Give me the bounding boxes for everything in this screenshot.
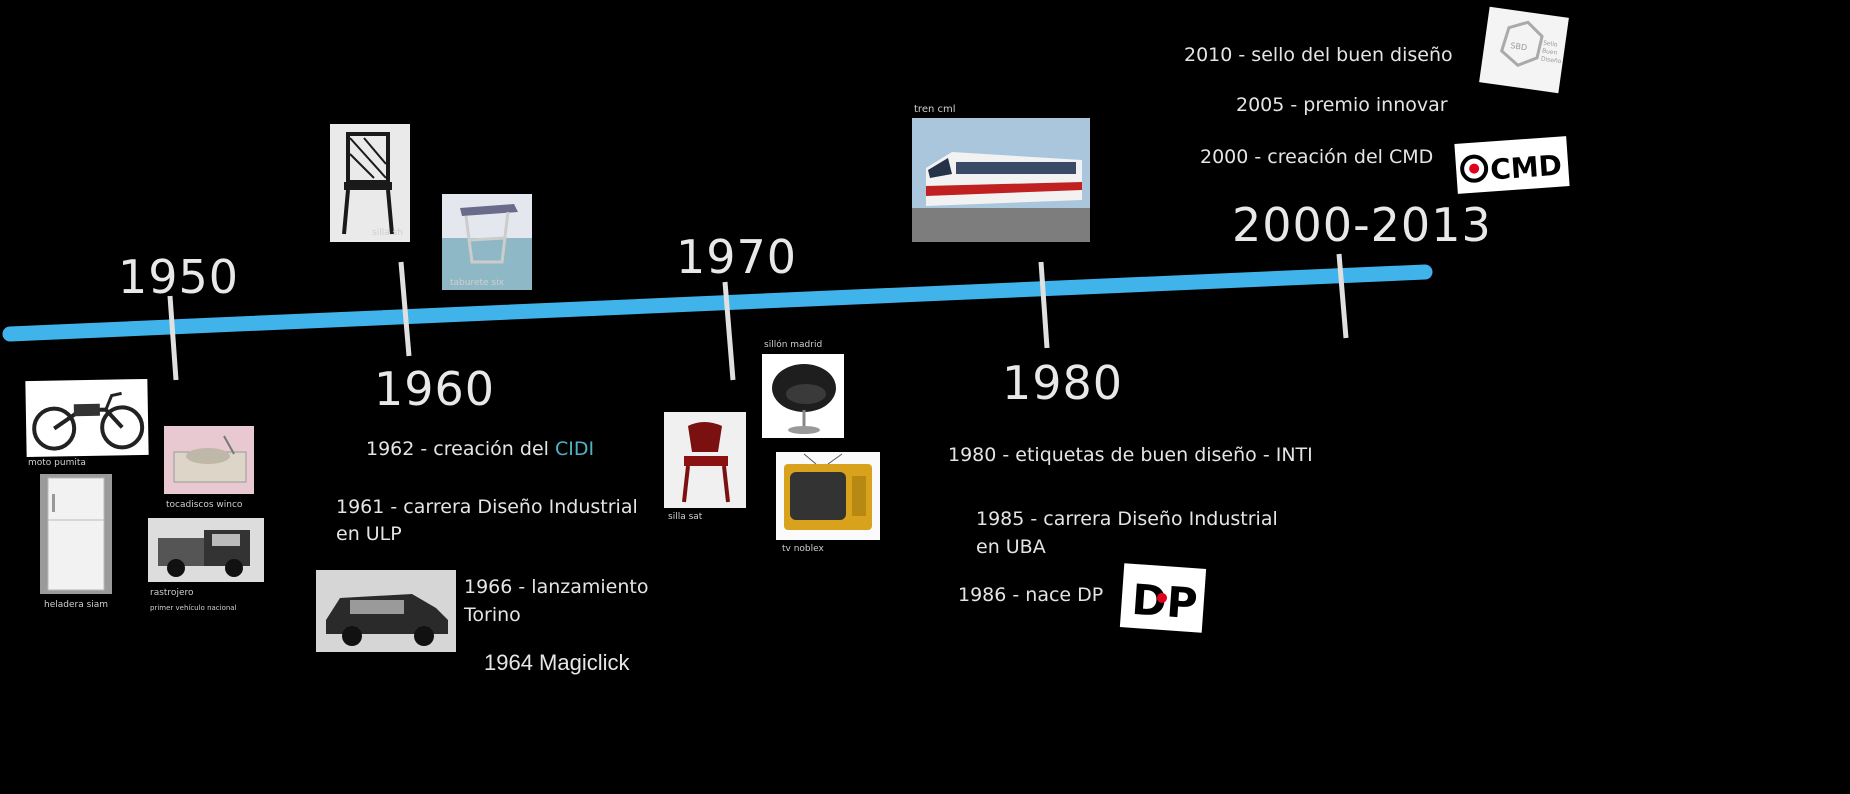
heladera-siam-caption: heladera siam [44, 600, 109, 610]
tick-1980 [1038, 261, 1050, 349]
event-1962-text: 1962 - creación del [366, 438, 555, 460]
svg-text:Diseño: Diseño [1540, 55, 1562, 65]
era-label-2000-2013: 2000-2013 [1232, 198, 1492, 252]
event-1966-line2: Torino [464, 604, 521, 626]
event-1961-line1: 1961 - carrera Diseño Industrial [336, 496, 638, 518]
dp-logo: DP [1119, 563, 1207, 633]
rastrojero-subcaption: primer vehículo nacional [150, 604, 237, 612]
cmd-logo-text: CMD [1489, 149, 1563, 187]
moto-pumita-caption: moto pumita [28, 458, 86, 468]
rastrojero-image [148, 518, 264, 582]
silla-sh-caption: silla sh [372, 228, 403, 238]
svg-text:Sello: Sello [1543, 40, 1559, 49]
svg-text:Buen: Buen [1542, 48, 1558, 57]
era-label-1980: 1980 [1002, 356, 1124, 410]
event-1980: 1980 - etiquetas de buen diseño - INTI [948, 444, 1313, 466]
event-2010: 2010 - sello del buen diseño [1184, 44, 1453, 66]
tv-noblex-image [776, 452, 880, 540]
silla-sat-image [664, 412, 746, 508]
torino-image [316, 570, 456, 652]
sillon-madrid-image [762, 354, 844, 438]
event-1961-line2: en ULP [336, 523, 402, 545]
sello-buen-diseno-logo: SBD Sello Buen Diseño [1479, 6, 1569, 94]
event-1985-line2: en UBA [976, 536, 1046, 558]
taburete-six-caption: taburete six [450, 278, 504, 288]
taburete-six-image [442, 194, 532, 290]
tren-cml-caption: tren cml [914, 104, 956, 115]
tick-1970 [722, 281, 736, 381]
event-1985-line1: 1985 - carrera Diseño Industrial [976, 508, 1278, 530]
tocadiscos-winco-image [164, 426, 254, 494]
sillon-madrid-caption: sillón madrid [764, 340, 823, 350]
silla-sh-image [330, 124, 410, 242]
heladera-siam-image [40, 474, 112, 594]
era-label-1950: 1950 [118, 250, 240, 304]
event-1962: 1962 - creación del CIDI [366, 432, 594, 466]
era-label-1960: 1960 [374, 362, 496, 416]
tocadiscos-winco-caption: tocadiscos winco [166, 500, 243, 510]
rastrojero-caption: rastrojero [150, 588, 194, 598]
event-1962-accent: CIDI [554, 438, 595, 460]
event-2000: 2000 - creación del CMD [1200, 146, 1434, 168]
tren-cml-image [912, 118, 1090, 242]
event-2005: 2005 - premio innovar [1236, 94, 1448, 116]
silla-sat-caption: silla sat [668, 512, 703, 522]
tick-2000 [1336, 253, 1349, 339]
timeline-bar [2, 264, 1433, 342]
tick-1960 [398, 261, 412, 357]
event-1964: 1964 Magiclick [484, 650, 630, 675]
tv-noblex-caption: tv noblex [782, 544, 824, 554]
moto-pumita-image [25, 378, 149, 458]
tick-1950 [167, 295, 179, 381]
event-1986: 1986 - nace DP [958, 584, 1104, 606]
event-1966-line1: 1966 - lanzamiento [464, 576, 649, 598]
sbd-inner-text: SBD [1510, 41, 1528, 52]
era-label-1970: 1970 [676, 230, 798, 284]
cmd-logo: CMD [1454, 136, 1570, 194]
